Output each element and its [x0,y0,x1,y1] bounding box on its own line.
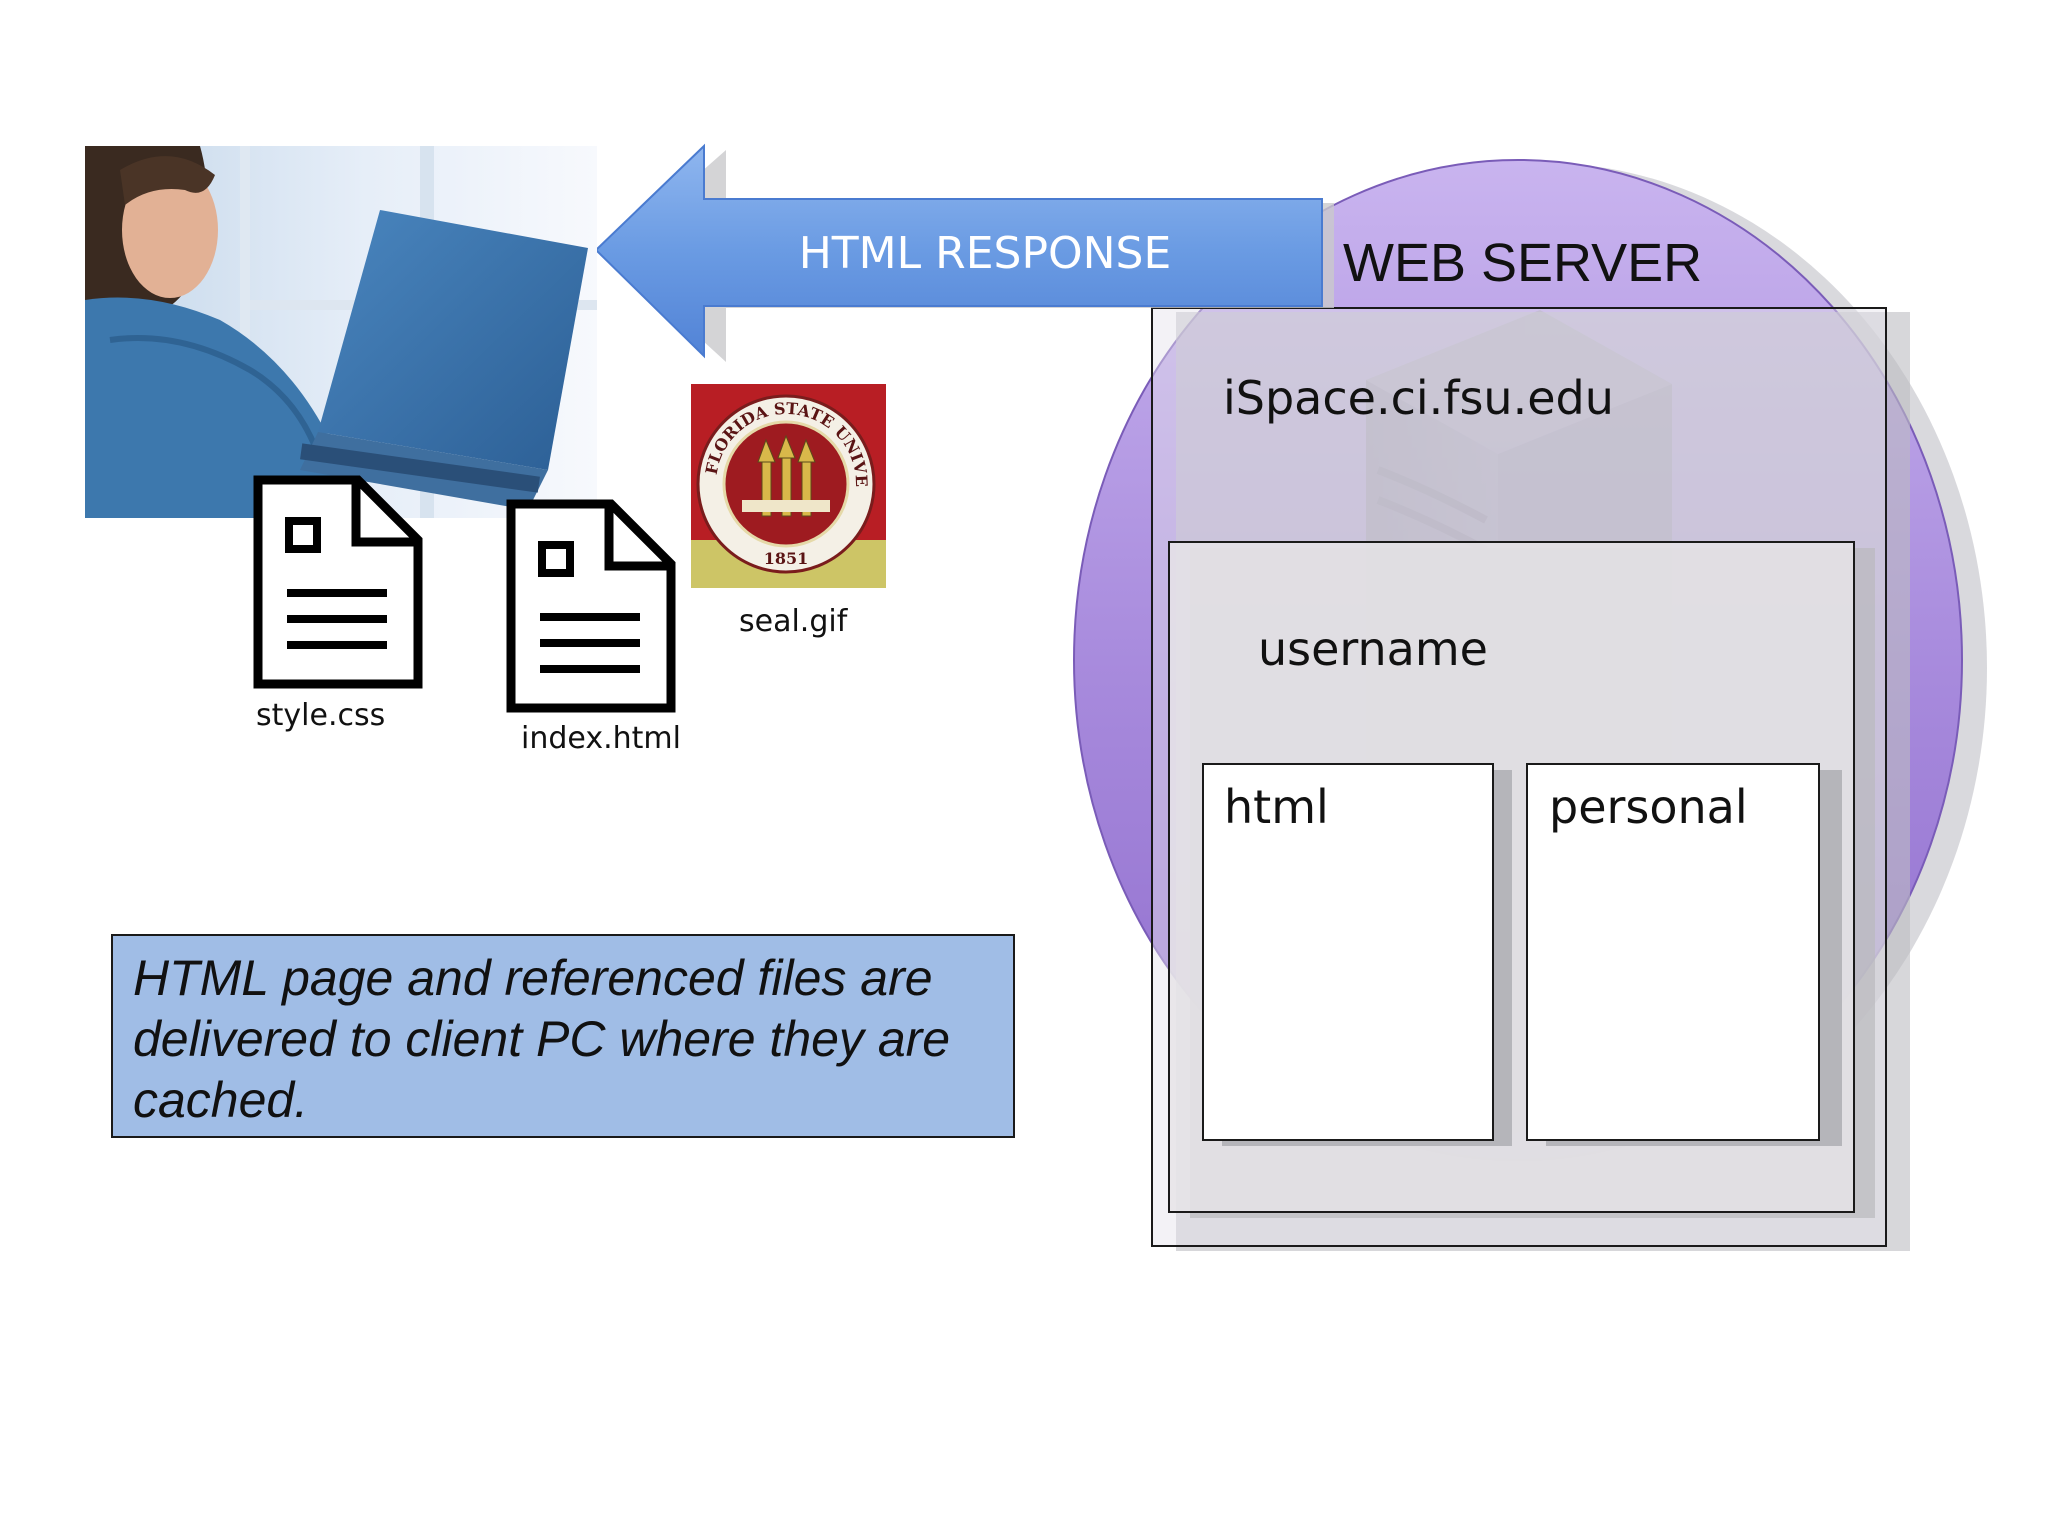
caption-text: HTML page and referenced files are deliv… [133,950,951,1128]
personal-folder-label: personal [1549,780,1748,834]
style-file-label: style.css [256,698,386,733]
document-icon [506,499,676,713]
caption-box: HTML page and referenced files are deliv… [111,934,1015,1138]
personal-folder [1526,763,1842,1146]
client-photo [85,146,597,518]
html-folder-label: html [1224,780,1329,834]
html-response-arrow [594,143,1334,362]
index-file-label: index.html [521,721,681,756]
seal-year: 1851 [764,549,809,568]
document-icon [253,475,423,689]
html-folder [1202,763,1512,1146]
server-title: WEB SERVER [1343,233,1703,293]
domain-label: iSpace.ci.fsu.edu [1223,371,1614,425]
arrow-label: HTML RESPONSE [798,228,1172,279]
user-folder-label: username [1258,622,1488,676]
seal-file-label: seal.gif [739,604,848,639]
